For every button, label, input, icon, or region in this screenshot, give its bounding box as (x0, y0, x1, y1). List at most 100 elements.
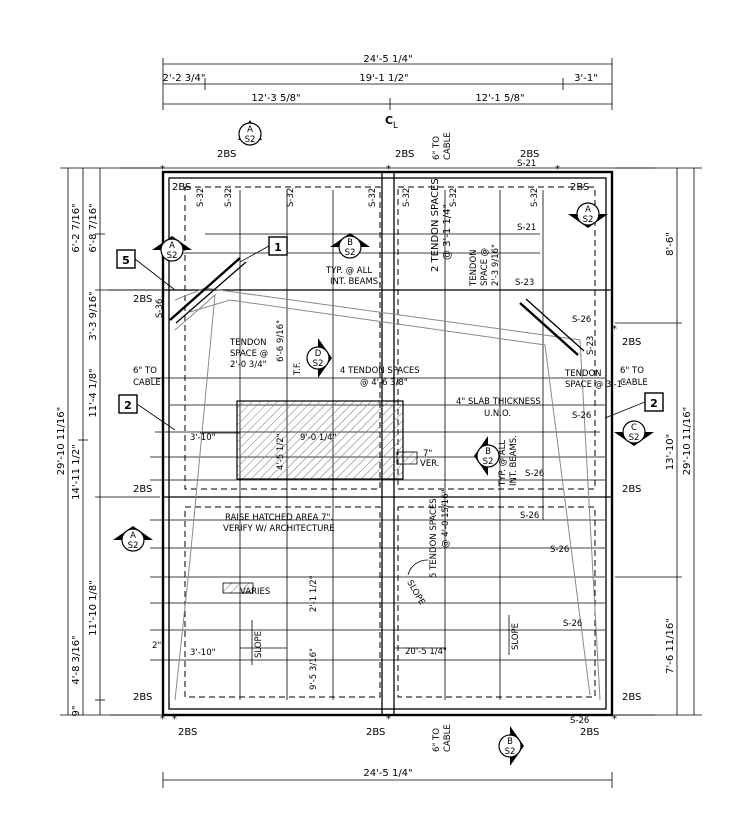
centerline-mark-sub: L (393, 121, 398, 131)
note-tendon-space-b: TENDON (229, 338, 267, 348)
section-sheet: S2 (345, 248, 356, 258)
note-cable: CABLE (620, 378, 648, 388)
dim-right-overall: 29'-10 11/16" (682, 407, 693, 475)
s-tag: S-26 (570, 716, 589, 726)
s-tag: S-26 (520, 511, 539, 521)
dim-left-a: 6'-2 7/16" (71, 203, 82, 252)
dim-7in: 7" (423, 449, 432, 459)
dim-6-6: 6'-6 9/16" (276, 320, 286, 362)
dim-2in: 2" (152, 641, 161, 651)
bs-label: 2BS (622, 337, 641, 348)
note-tendon-2: 2 TENDON SPACES (430, 178, 441, 272)
bs-label: 2BS (133, 692, 152, 703)
left-dimensions: 29'-10 11/16" 14'-11 1/2" 6'-2 7/16" 6'-… (56, 167, 160, 717)
dim-2-1: 2'-1 1/2" (309, 575, 319, 612)
svg-text:*: * (612, 324, 617, 335)
dim-left-g: 9" (71, 706, 82, 717)
section-a-letter: A (585, 205, 591, 215)
bs-label: 2BS (172, 182, 191, 193)
section-a-letter: A (169, 241, 175, 251)
section-sheet: S2 (629, 433, 640, 443)
s-tag: S-32 (224, 188, 234, 207)
note-int-beams: INT. BEAMS. (330, 277, 381, 287)
callout-2-right-label: 2 (650, 397, 658, 410)
svg-text:*: * (612, 714, 617, 725)
note-ver: VER. (420, 459, 440, 469)
note-tendon-2-sub: @ 3'-1 1/4" (442, 204, 453, 260)
slope-label: SLOPE (254, 631, 264, 658)
dim-4-5: 4'-5 1/2" (276, 433, 286, 470)
varies-hatch (222, 582, 254, 594)
section-b-letter: B (485, 447, 491, 457)
note-int-beams-2: INT. BEAMS. (509, 435, 519, 486)
note-tendon-space-c: TENDON (564, 369, 602, 379)
s-tag: S-32 (402, 188, 412, 207)
callout-2-left: 2 (118, 394, 176, 431)
section-marker-d: D S2 (306, 338, 332, 378)
section-marker-a-left-lower: A S2 (113, 526, 153, 552)
note-raise-1: RAISE HATCHED AREA 7". (225, 513, 333, 523)
dim-9-0: 9'-0 1/4" (300, 433, 337, 443)
section-marker-a-top: A S2 (238, 120, 262, 146)
s-tag: S-32 (368, 188, 378, 207)
dim-top-right: 3'-1" (574, 73, 598, 84)
grid-ticks: * * * * * * * * (160, 164, 617, 725)
note-to-cable: 6" TO (432, 728, 442, 752)
s-tag: S-23 (586, 336, 596, 355)
s-tag: S-32 (449, 188, 459, 207)
dim-left-e: 11'-10 1/8" (88, 580, 99, 636)
svg-text:*: * (386, 164, 391, 175)
note-tendon-space-a: TENDON (469, 249, 479, 287)
s-tag: S-32 (196, 188, 206, 207)
section-sheet: S2 (245, 135, 256, 145)
section-a-letter: A (247, 125, 253, 135)
dim-bottom-overall: 24'-5 1/4" (363, 768, 412, 779)
section-sheet: S2 (483, 457, 494, 467)
cable-notes: 6" TO CABLE 6" TO CABLE 6" TO CABLE 6" T… (133, 132, 648, 752)
s-tag: S-26 (563, 619, 582, 629)
bottom-dimensions: 24'-5 1/4" (162, 768, 613, 788)
ver-hatch (396, 451, 418, 465)
s-tag: S-32 (530, 188, 540, 207)
section-b-letter: B (507, 737, 513, 747)
svg-text:*: * (555, 164, 560, 175)
section-marker-a-left: A S2 (152, 236, 192, 262)
note-tendon-space-a3: 2'-3 9/16" (491, 244, 501, 286)
dim-right-c: 7'-6 11/16" (665, 618, 676, 674)
note-cable: CABLE (443, 132, 453, 160)
dim-9-5: 9'-5 3/16" (309, 648, 319, 690)
bs-label: 2BS (366, 727, 385, 738)
bs-label: 2BS (622, 484, 641, 495)
s-tag: S-26 (572, 315, 591, 325)
dim-right-a: 8'-6" (665, 232, 676, 256)
bs-label: 2BS (570, 182, 589, 193)
bs-label: 2BS (622, 692, 641, 703)
section-sheet: S2 (128, 541, 139, 551)
note-to-cable: 6" TO (133, 366, 157, 376)
note-tendon-space-a2: SPACE @ (480, 248, 490, 286)
slope-label: SLOPE (511, 623, 521, 650)
note-tendon-space-b2: SPACE @ (230, 349, 268, 359)
s-tags: S-21 S-21 S-23 S-26 S-26 S-26 S-26 S-26 … (155, 159, 596, 726)
section-sheet: S2 (313, 359, 324, 369)
centerline-mark: C (385, 114, 393, 127)
s-tag: S-26 (572, 411, 591, 421)
note-varies: VARIES (240, 587, 270, 597)
s-tag: S-26 (525, 469, 544, 479)
dim-left-upper: 14'-11 1/2" (71, 444, 82, 500)
section-sheet: S2 (505, 747, 516, 757)
s-tag: S-32 (286, 188, 296, 207)
slope-arrows: SLOPE SLOPE SLOPE (251, 559, 521, 665)
note-tendon-4-sub: @ 4'-6 3/8" (360, 378, 408, 388)
note-to-cable: 6" TO (432, 136, 442, 160)
callout-5-label: 5 (122, 254, 130, 267)
section-sheet: S2 (167, 251, 178, 261)
dim-left-b: 6'-8 7/16" (88, 203, 99, 252)
interior-dimensions: 3'-10" 3'-10" 9'-0 1/4" 4'-5 1/2" 6'-6 9… (152, 320, 447, 690)
section-d-letter: D (315, 349, 322, 359)
section-a-letter: A (130, 531, 136, 541)
section-b-letter: B (347, 238, 353, 248)
bs-label: 2BS (217, 149, 236, 160)
dim-3-10-a: 3'-10" (190, 433, 216, 443)
svg-text:*: * (386, 714, 391, 725)
